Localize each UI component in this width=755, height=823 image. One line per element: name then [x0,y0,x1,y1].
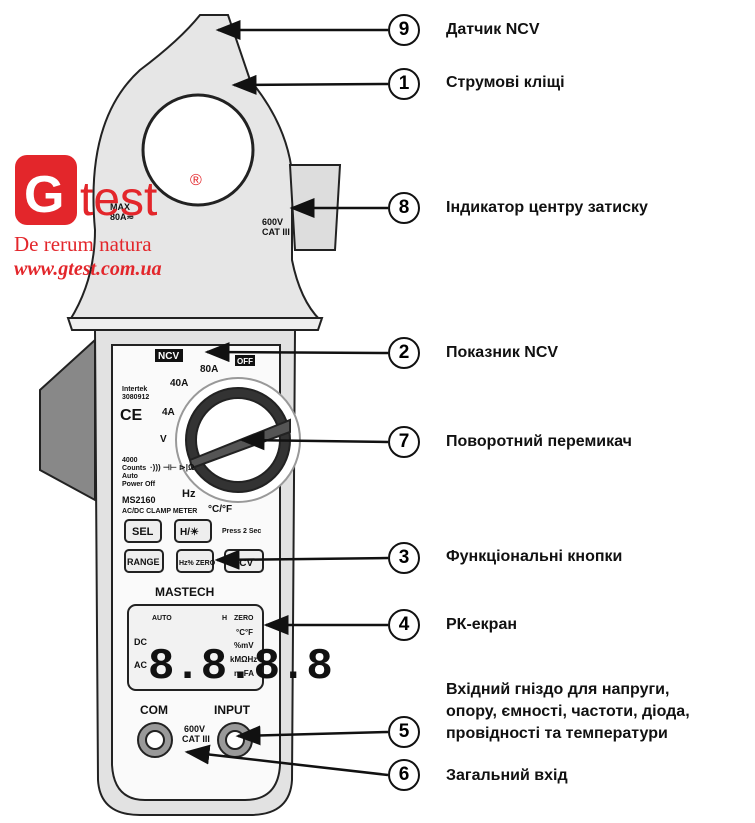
lcd-digits: 8.8.8.8 [148,642,333,692]
jaw-guard [66,317,324,331]
arrow-6 [184,744,389,777]
sel-button[interactable]: SEL [132,526,154,538]
jack-rating-category: CAT III [182,734,210,744]
callout-label-clamp-center: Індикатор центру затиску [446,199,648,216]
lcd-unit-nuf-a: nμFA [234,669,254,678]
input-jack-socket [225,730,245,750]
callout-number-5: 5 [388,716,420,748]
callout-label-clamp: Струмові кліщі [446,74,565,91]
callout-number-8: 8 [388,192,420,224]
arrow-2 [204,342,389,363]
arrow-3 [214,549,389,570]
ncv-button[interactable]: NCV [232,558,253,569]
callout-number-2: 2 [388,337,420,369]
range-button-body[interactable] [124,549,164,573]
hz-zero-button[interactable]: Hz% ZERO [179,560,216,567]
clamp-warning-voltage: 600V [262,217,283,227]
callout-label-input-jack-3: провідності та температури [446,725,668,742]
hold-button[interactable]: H/☀ [180,527,199,538]
callout-label-ncv-indicator: Показник NCV [446,344,559,361]
device-text: MAX 80A≂ 600V CAT III NCV OFF 80A 40A 4A… [110,202,333,744]
lcd-hold-icon: H [222,615,227,622]
logo-registered: ® [190,172,202,189]
clamp-warning-max: MAX [110,202,130,212]
ncv-indicator-label: NCV [158,351,179,362]
callout-number-3: 3 [388,542,420,574]
lcd-ac-label: AC [134,660,147,670]
ce-mark: CE [120,407,143,424]
off-badge [235,355,255,366]
com-jack-socket [145,730,165,750]
callout-label-common-jack: Загальний вхід [446,767,568,784]
info-counts-value: 4000 [122,457,138,464]
range-button[interactable]: RANGE [127,557,160,567]
info-counts: Counts [122,465,146,472]
lcd-zero-icon: ZERO [234,615,254,622]
callout-label-ncv-sensor: Датчик NCV [446,21,540,38]
callout-number-4: 4 [388,609,420,641]
gtest-logo: G test ® [15,155,202,226]
grip [39,337,96,502]
lcd-unit-temperature: °C°F [236,628,253,637]
cert-intertek: Intertek [122,386,147,393]
sel-button-body[interactable] [124,519,162,543]
logo-url[interactable]: www.gtest.com.ua [14,258,162,280]
input-jack-label: INPUT [214,703,251,717]
lcd-dc-label: DC [134,637,147,647]
dial-position-80a: 80A [200,364,218,375]
clamp-warning-current: 80A≂ [110,212,134,222]
arrow-7 [239,430,389,451]
lcd-unit-percent-mv: %mV [234,641,254,650]
arrow-5 [235,725,389,746]
arrow-1 [231,74,389,95]
callout-number-1: 1 [388,68,420,100]
clamp-opening [141,93,255,207]
clamp-warning-category: CAT III [262,227,290,237]
dial-position-40a: 40A [170,378,188,389]
cert-number: 3080912 [122,394,149,401]
brand-label: MASTECH [155,585,214,599]
dial-position-continuity-capacitance-diode-resistance: ·))) ⊣⊢ ⊳|Ω [150,462,195,472]
hold-button-body[interactable] [174,519,212,543]
callout-arrows [184,20,389,777]
hz-zero-button-body[interactable] [176,549,214,573]
callout-label-function-buttons: Функціональні кнопки [446,548,623,565]
jack-rating-voltage: 600V [184,724,205,734]
callout-label-input-jack-1: Вхідний гніздо для напруги, [446,681,670,698]
callout-number-9: 9 [388,14,420,46]
com-jack-label: COM [140,703,168,717]
dial-position-hz: Hz [182,488,196,500]
dial-off-label: OFF [237,357,253,366]
info-auto: Auto [122,473,138,480]
callout-label-lcd: РК-екран [446,616,518,633]
callout-label-input-jack-2: опору, ємності, частоти, діода, [446,703,690,720]
logo-badge [15,155,77,225]
lcd-unit-kohm-hz: kMΩHz [230,655,257,664]
model-name: MS2160 [122,495,156,505]
logo-tagline: De rerum natura [14,232,152,256]
info-power-off: Power Off [122,481,156,488]
lcd-auto-icon: AUTO [152,615,172,622]
ncv-indicator-badge [155,349,183,362]
logo-word: test [80,173,157,226]
dial-position-voltage: V [160,434,167,445]
dial-position-temperature: °C/°F [208,504,232,515]
dial-position-4a: 4A [162,407,175,418]
lcd-screen [127,604,264,691]
callout-number-6: 6 [388,759,420,791]
model-type: AC/DC CLAMP METER [122,508,197,515]
logo-mark: G [24,166,64,224]
callout-label-rotary-switch: Поворотний перемикач [446,433,632,450]
callout-number-7: 7 [388,426,420,458]
press-note: Press 2 Sec [222,528,261,535]
